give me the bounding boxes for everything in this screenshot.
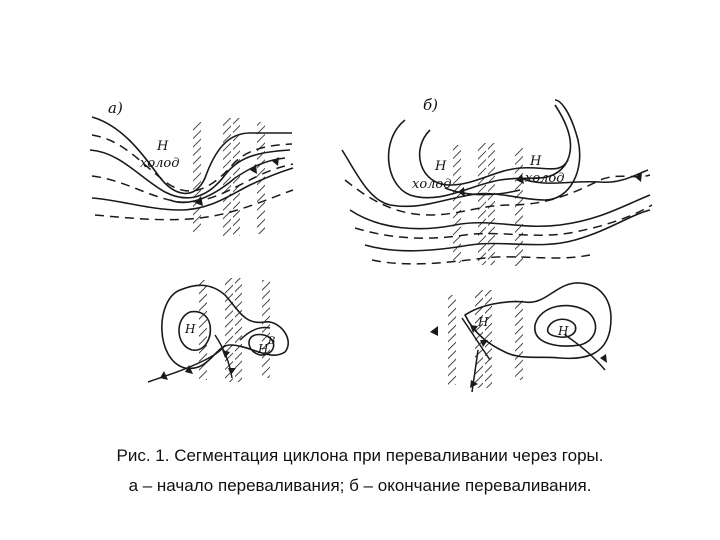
front-triangle (430, 326, 438, 336)
figure-caption-line1: Рис. 1. Сегментация циклона при перевали… (116, 446, 604, 465)
panel-a-label: а) (108, 99, 123, 117)
front-triangle (600, 354, 607, 363)
low-pressure-label: Н (477, 315, 489, 329)
warm-front (564, 334, 606, 371)
cold-front (214, 334, 233, 379)
cold-front (471, 349, 479, 393)
panel-a-top: а) Н холод (89, 99, 294, 236)
isobar (418, 129, 569, 186)
front-triangle (458, 187, 465, 197)
front-triangle (272, 157, 279, 166)
cold-label: холод (140, 156, 180, 171)
front-triangle (222, 350, 230, 358)
isotherm (344, 174, 651, 216)
isobar (387, 104, 572, 199)
mountain-range (515, 148, 523, 266)
isobar (248, 333, 275, 356)
mountain-range (448, 295, 456, 385)
mountain-range (223, 118, 231, 236)
warm-front (239, 326, 271, 341)
front-triangle (635, 172, 642, 182)
mountain-range (478, 143, 486, 265)
cold-front (169, 157, 286, 204)
isotherm (371, 254, 591, 265)
low-pressure-label: Н (434, 159, 447, 174)
panel-b-label: б) (423, 96, 438, 114)
front-triangle (470, 380, 478, 388)
panel-b-top: б) Н холод Н холод (341, 96, 653, 266)
low-pressure-label: Н (184, 322, 196, 336)
low-pressure-label: Н (529, 154, 542, 169)
cold-front (444, 187, 521, 196)
mountain-range (257, 122, 265, 234)
isobar (349, 194, 651, 230)
cold-front (147, 344, 226, 383)
mountain-range (225, 278, 233, 382)
front-triangle (185, 365, 193, 374)
front-triangle (470, 325, 478, 333)
mountain-range (193, 122, 201, 232)
isobar (364, 209, 651, 252)
panel-b-bottom: Н Н (430, 282, 612, 393)
isobar (91, 116, 292, 195)
low-pressure-label: Н (257, 342, 269, 356)
isotherm (94, 189, 294, 221)
isobar (463, 282, 612, 360)
isotherm (91, 134, 293, 192)
mountain-range (475, 290, 483, 388)
isobar (178, 310, 212, 351)
isotherm (91, 163, 294, 203)
cold-label: холод (525, 171, 565, 186)
mountain-range (453, 145, 461, 263)
isobar (161, 284, 289, 370)
isobar (91, 167, 294, 211)
isobar (546, 318, 577, 338)
front-triangle (160, 371, 168, 380)
mountain-range (262, 280, 270, 378)
front-triangle (480, 340, 488, 347)
cold-front (519, 169, 649, 184)
isobar (534, 304, 597, 347)
isobar (89, 149, 291, 199)
cold-front (461, 317, 491, 361)
cyclone-segmentation-figure: а) Н холод б) (89, 96, 653, 393)
cold-label: холод (412, 177, 452, 192)
front-triangle (195, 196, 203, 206)
mountain-range (199, 280, 207, 380)
front-triangle (250, 164, 257, 174)
mountain-range (488, 143, 495, 265)
front-triangle (516, 174, 524, 184)
low-pressure-sublabel: В (267, 336, 275, 347)
mountain-range (515, 300, 523, 380)
low-pressure-label: Н (156, 139, 169, 154)
isotherm (354, 204, 653, 239)
panel-a-bottom: Н Н В (147, 278, 289, 383)
front-triangle (228, 368, 236, 375)
low-pressure-label: Н (557, 324, 569, 338)
figure-caption-line2: а – начало переваливания; б – окончание … (128, 476, 592, 495)
mountain-range (235, 278, 242, 382)
mountain-range (485, 290, 492, 388)
isobar (341, 99, 581, 208)
